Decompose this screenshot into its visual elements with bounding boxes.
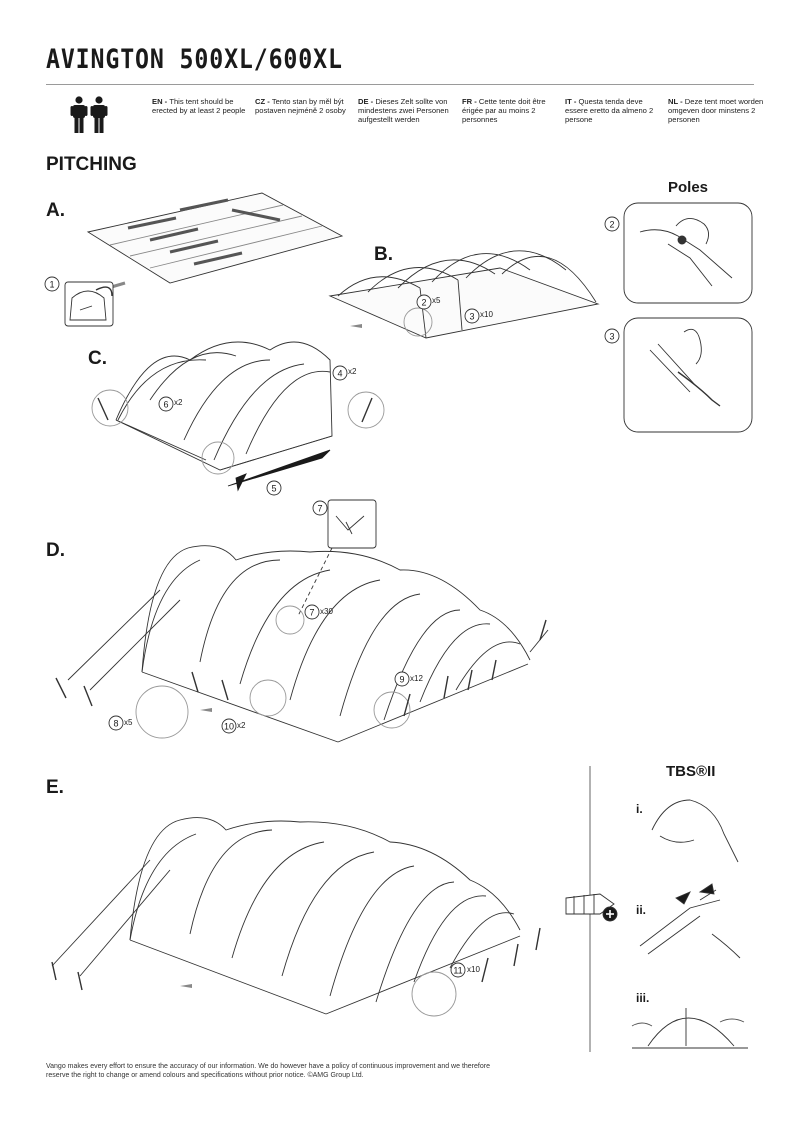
tbs-step-i-label: i. [636,802,643,816]
callout-multiplier: x2 [174,398,183,407]
poles-inserted-illustration [328,250,600,339]
callout-number: 2 [421,298,426,308]
callout-number: 3 [609,332,614,342]
callout-circle-2 [416,294,432,310]
callout-circle-7 [304,604,320,620]
poles-inset-1 [623,202,753,304]
clip-detail-inset [327,499,377,549]
two-people-icon [70,96,108,133]
standing-tent-c-illustration [91,341,385,475]
step-c-label: C. [88,348,107,369]
callout-number: 11 [453,966,462,976]
callout-number: 5 [271,484,276,494]
callout-multiplier: x2 [348,367,357,376]
callout-circle-6 [158,396,174,412]
tbs-step-ii-label: ii. [636,903,647,917]
callout-multiplier: x30 [320,607,333,616]
callout-number: 3 [469,312,474,322]
tbs-step-iii-label: iii. [636,991,650,1005]
tbs-step-iii-drawing [632,1008,748,1049]
tbs-title: TBS®II [666,763,716,780]
callout-circle-3-poles [604,328,620,344]
language-note-fr: FR - Cette tente doit être érigée par au… [462,97,546,124]
section-title: PITCHING [46,154,137,175]
callout-circle-11 [450,962,466,978]
callout-number: 7 [309,608,314,618]
step-a-label: A. [46,200,65,221]
callout-circle-8 [108,715,124,731]
callout-number: 9 [399,675,404,685]
callout-circle-9 [394,671,410,687]
poles-inset-2 [623,317,753,433]
callout-number: 6 [163,400,168,410]
callout-number: 7 [317,504,322,514]
callout-number: 4 [337,369,342,379]
callout-circle-5 [266,480,282,496]
full-tent-d-illustration [67,545,549,743]
callout-number: 8 [113,719,118,729]
callout-circle-7-inset [312,500,328,516]
flat-tent-illustration [86,192,344,290]
tbs-step-i-drawing [651,799,739,863]
callout-circle-3 [464,308,480,324]
door-detail-inset [64,281,114,327]
language-note-cz: CZ - Tento stan by měl být postaven nejm… [255,97,346,115]
callout-multiplier: x12 [410,674,423,683]
document-title: AVINGTON 500XL/600XL [46,44,343,75]
language-note-nl: NL - Deze tent moet worden omgeven door … [668,97,764,124]
language-note-en: EN - This tent should be erected by at l… [152,97,246,115]
step-d-label: D. [46,540,65,561]
callout-multiplier: x5 [432,296,441,305]
callout-circle-10 [221,718,237,734]
callout-circle-4 [332,365,348,381]
callout-multiplier: x5 [124,718,133,727]
callout-multiplier: x10 [467,965,480,974]
disclaimer-footer: Vango makes every effort to ensure the a… [46,1063,490,1079]
language-note-de: DE - Dieses Zelt sollte von mindestens z… [358,97,449,124]
callout-multiplier: x2 [237,721,246,730]
callout-circle-1 [44,276,60,292]
language-note-it: IT - Questa tenda deve essere eretto da … [565,97,654,124]
step-e-label: E. [46,777,64,798]
callout-multiplier: x10 [480,310,493,319]
full-tent-e-illustration [51,817,521,1017]
callout-number: 10 [224,722,234,732]
poles-title: Poles [668,179,709,196]
callout-number: 2 [609,220,614,230]
step-b-label: B. [374,244,393,265]
callout-number: 1 [49,280,54,290]
tbs-step-ii-drawing [639,889,741,959]
title-rule [46,84,754,85]
callout-circle-2-poles [604,216,620,232]
